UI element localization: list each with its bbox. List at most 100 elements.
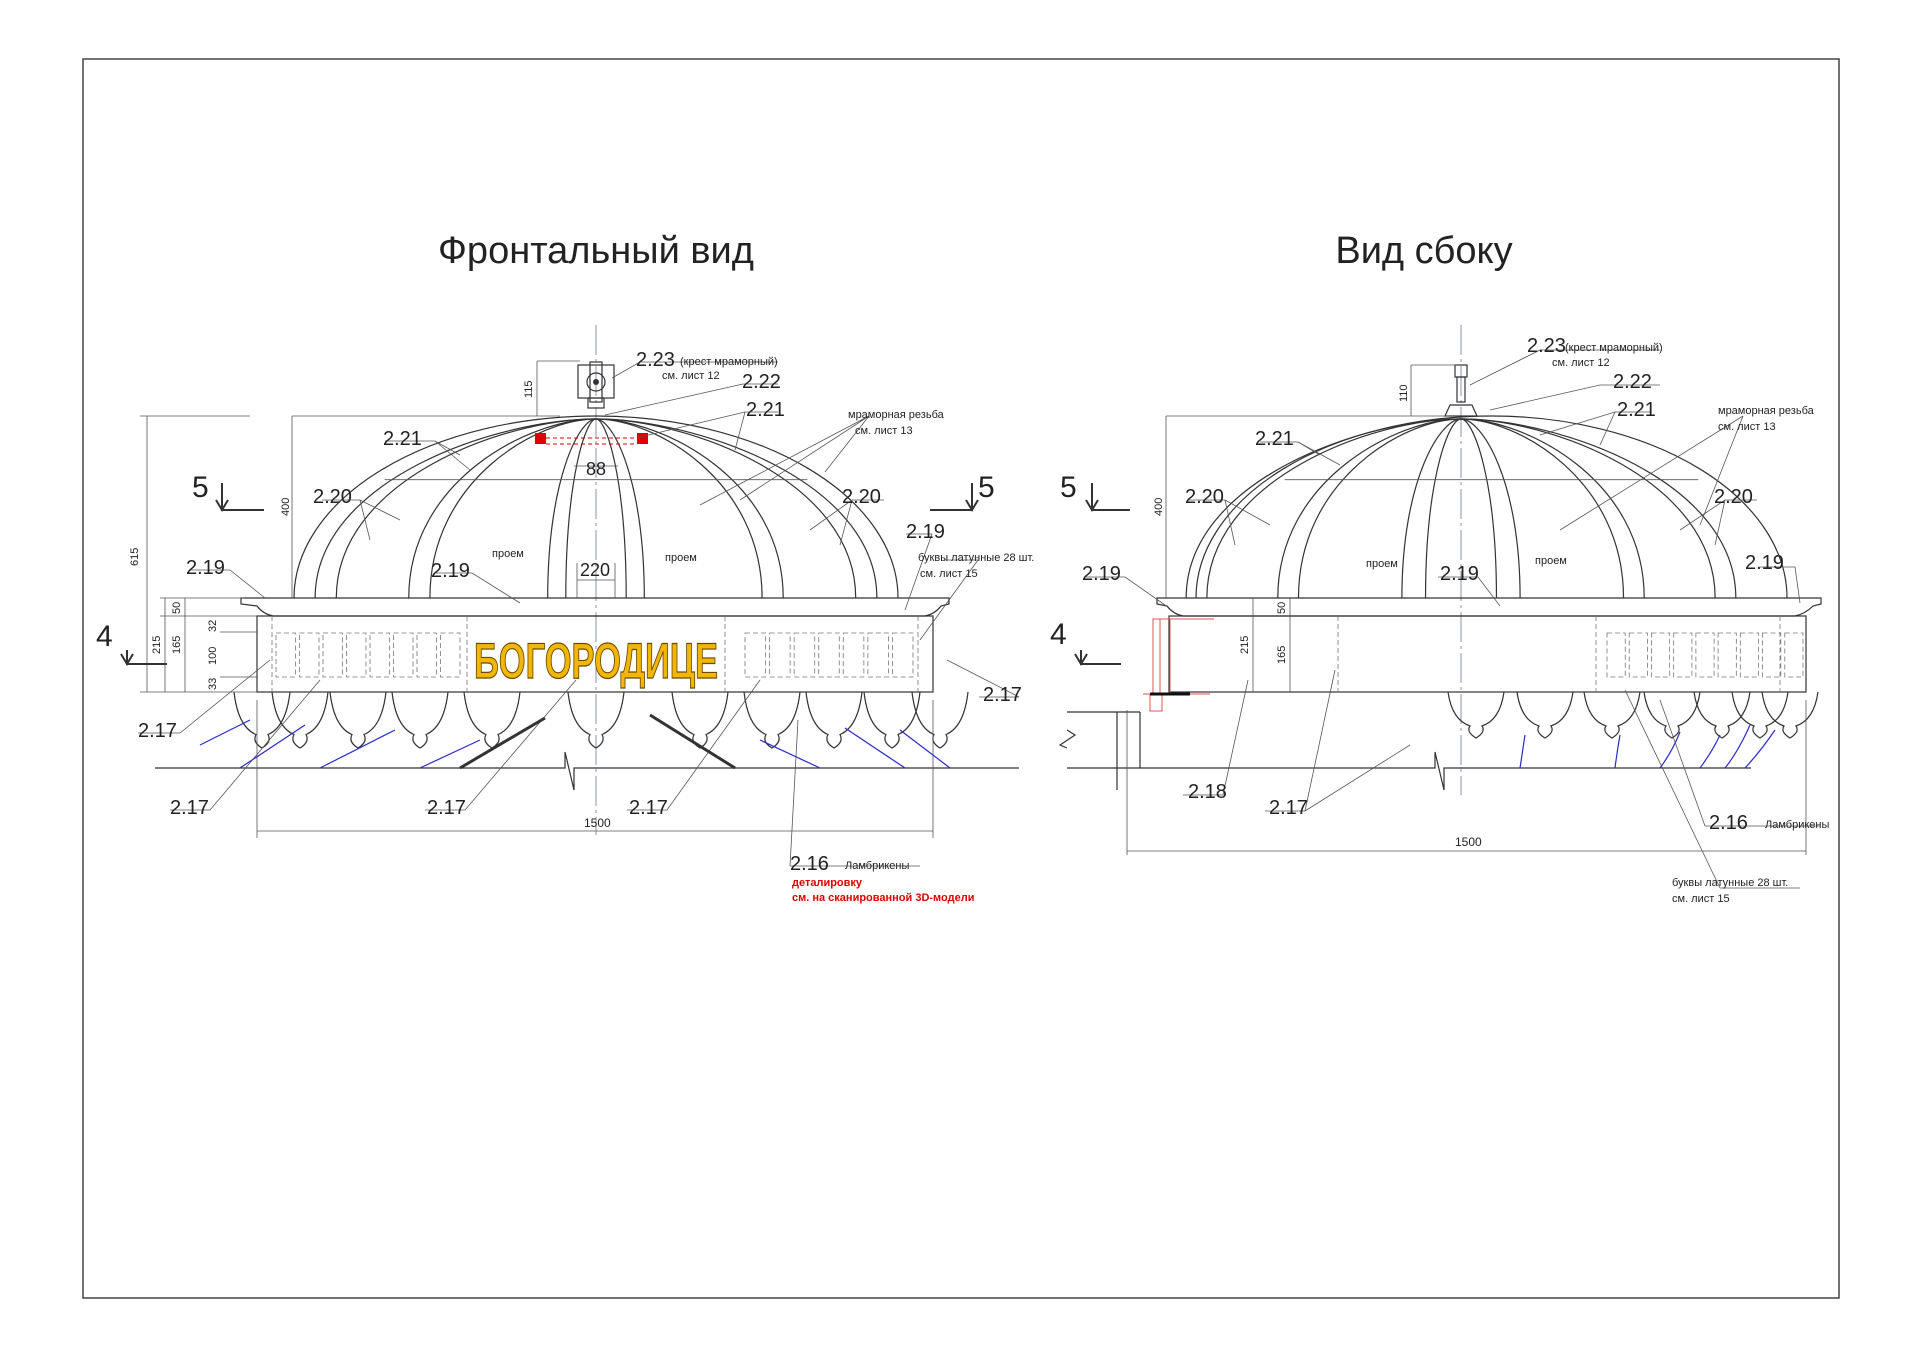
callout-label: 2.20 [313,486,352,508]
dimension-label: 88 [586,459,606,479]
dome-outline [293,415,899,599]
dimension-label: 115 [523,380,535,398]
frieze-panel [1762,632,1782,678]
callout-label: 2.17 [170,797,209,819]
dimension-label: см. на сканированной 3D-модели [792,892,974,904]
callout-label: 2.23 [636,349,675,371]
callout-label: (крест мраморный) [680,356,778,368]
side-dome [1185,415,1788,599]
front-dome [293,415,899,599]
callout-label: 2.22 [742,371,781,393]
frieze-panel [322,632,343,678]
dimension-label: 50 [171,602,183,614]
callout-label: 2.19 [906,521,945,543]
callout-label: мраморная резьба [1718,405,1815,417]
side-dimensions [1126,364,1807,855]
lambrequin [567,691,625,749]
dimension-label: 1500 [584,816,611,830]
frieze-panel [369,632,390,678]
frieze-panel [416,632,437,678]
callout-label: см. лист 12 [1552,357,1610,369]
section-marker-side [1074,483,1130,666]
dome-rib [1424,418,1462,599]
side-view-title: Вид сбоку [1335,230,1512,272]
front-view: БОГОРОДИЦЕ [120,325,1020,867]
dome-rib [1297,418,1462,599]
callout-label: 2.22 [1613,371,1652,393]
inscription-lettering: БОГОРОДИЦЕ [474,633,718,689]
dome-rib [595,418,857,599]
callout-label: 2.23 [1527,335,1566,357]
callout-label: 2.17 [629,797,668,819]
callout-label: 2.17 [983,684,1022,706]
callout-label: 2.17 [427,797,466,819]
section-marker-label: 5 [978,471,995,504]
dome-rib [595,418,784,599]
callout-label: мраморная резьба [848,409,945,421]
callout-label: 2.19 [1440,563,1479,585]
frieze-panels [275,632,914,678]
section-marker-5 [120,483,979,666]
dome-rib [1185,418,1462,599]
section-marker-label: 4 [1050,618,1067,651]
dome-outline [1195,415,1788,599]
lambrequin [743,691,801,749]
dimension-label: 215 [151,636,163,654]
lambrequin [1731,691,1789,739]
dimension-label: 165 [1276,646,1288,664]
callout-label: Ламбрикены [845,860,909,872]
frieze-panel [842,632,865,678]
frieze-panel [440,632,461,678]
side-cornice [1156,597,1822,617]
dome-rib [429,418,597,599]
frieze-panel [299,632,320,678]
callout-label: буквы латунные 28 шт. [1672,877,1788,889]
wall-bracket [1143,618,1214,712]
side-view [1058,325,1822,889]
lambrequin [391,691,449,749]
callout-label: 2.19 [1745,552,1784,574]
callout-label: см. лист 15 [920,568,978,580]
lambrequin [1693,691,1751,739]
dome-rib [565,418,597,599]
lambrequin [1447,691,1505,739]
front-ground-line [155,751,1019,791]
callout-label: см. лист 12 [662,370,720,382]
front-view-title: Фронтальный вид [438,230,754,272]
dimension-label: 400 [280,498,292,516]
callout-label: 2.16 [790,853,829,875]
dimension-label: 100 [207,647,219,665]
frieze-panel [1784,632,1804,678]
side-leader-lines [1084,349,1820,889]
callout-label: см. лист 13 [855,425,913,437]
frieze-panel [818,632,840,678]
side-hatch [1519,724,1776,769]
callout-label: Ламбрикены [1765,819,1829,831]
callout-label: см. лист 13 [1718,421,1776,433]
dimension-label: 615 [129,548,141,566]
front-lambrequins [233,691,969,749]
frieze-panel [744,632,766,678]
front-cornice [240,597,950,617]
frieze-panel [1606,632,1626,678]
front-dimensions [140,360,934,838]
callout-label: 2.19 [186,557,225,579]
frieze-panel [275,632,296,678]
callout-label: проем [1366,558,1398,570]
side-lambrequins [1447,691,1819,739]
front-frieze-band [256,615,934,693]
section-marker-label: 5 [1060,471,1077,504]
frieze-panel [1739,632,1759,678]
lambrequin [1516,691,1574,739]
dome-rib [547,418,597,599]
lambrequin [1761,691,1819,739]
callout-label: проем [1535,555,1567,567]
callout-label: проем [492,548,524,560]
dome-rib [1460,418,1716,599]
callout-label: 2.21 [746,399,785,421]
dome-rib [595,418,627,599]
frieze-panel [1717,632,1737,678]
callout-label: 2.20 [842,486,881,508]
lambrequin [1643,691,1701,739]
